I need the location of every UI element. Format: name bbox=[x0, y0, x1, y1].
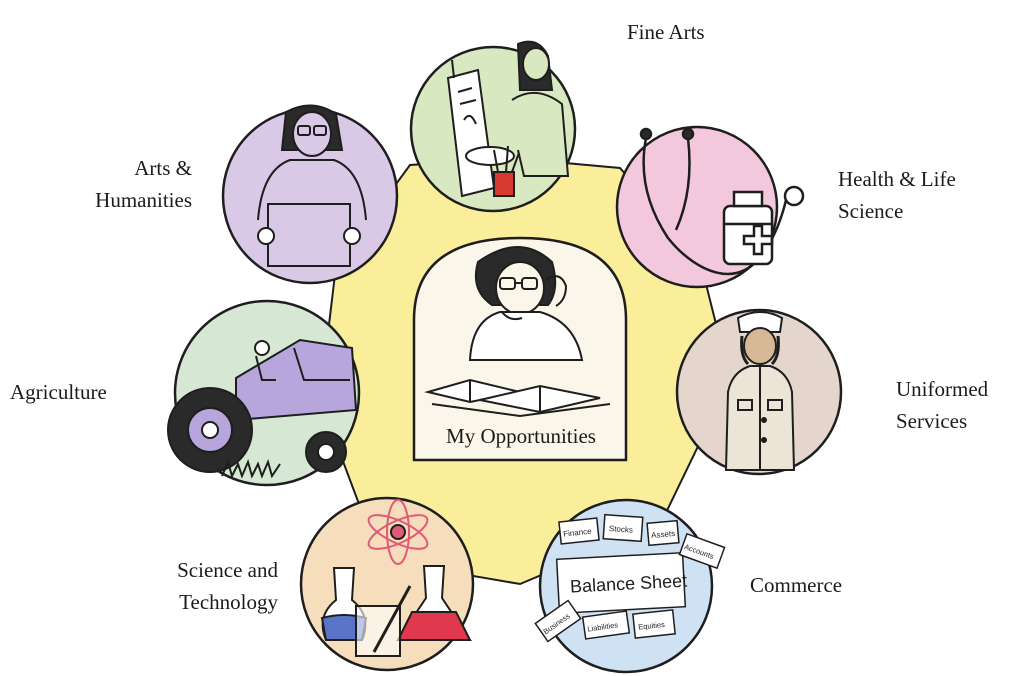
woman-holding-board-icon bbox=[257, 104, 367, 267]
arts-humanities-label-line-2: Humanities bbox=[95, 188, 192, 212]
tractor-icon bbox=[167, 338, 358, 479]
fine-arts-label-line: Fine Arts bbox=[627, 20, 705, 44]
arts-humanities-label: Arts & Humanities bbox=[82, 152, 192, 216]
fine-arts-label: Fine Arts bbox=[627, 16, 705, 48]
science-technology-label-line-2: Technology bbox=[179, 590, 278, 614]
card-finance bbox=[558, 517, 600, 545]
uniformed-services-circle bbox=[675, 308, 843, 476]
center-label: My Opportunities bbox=[446, 424, 596, 448]
uniformed-officer-icon bbox=[724, 311, 796, 471]
card-stocks-text: Stocks bbox=[609, 524, 634, 535]
center-panel bbox=[412, 236, 628, 462]
commerce-circle: Balance Sheet Finance Stocks Assets Acco… bbox=[534, 498, 726, 674]
science-technology-label-line-1: Science and bbox=[177, 558, 278, 582]
science-technology-circle bbox=[299, 496, 475, 672]
card-liabilities-text: Liabilities bbox=[587, 620, 619, 633]
uniformed-services-label-line-2: Services bbox=[896, 409, 968, 433]
commerce-label-line: Commerce bbox=[750, 573, 843, 597]
agriculture-circle bbox=[167, 299, 361, 487]
balance-sheet-cards-icon: Balance Sheet Finance Stocks Assets Acco… bbox=[534, 513, 726, 643]
card-equities-text: Equities bbox=[638, 620, 666, 632]
atom-and-flasks-icon bbox=[320, 499, 472, 657]
card-assets bbox=[646, 519, 680, 547]
card-finance-text: Finance bbox=[563, 527, 593, 539]
agriculture-label: Agriculture bbox=[10, 376, 107, 408]
fine-arts-circle bbox=[409, 40, 577, 213]
painter-at-easel-icon bbox=[446, 40, 570, 198]
health-life-science-label: Health & Life Science bbox=[838, 163, 956, 227]
card-stocks bbox=[602, 513, 644, 543]
agriculture-label-line: Agriculture bbox=[10, 380, 107, 404]
card-accounts bbox=[678, 532, 726, 570]
science-technology-label: Science and Technology bbox=[150, 554, 278, 618]
card-business bbox=[534, 599, 582, 643]
stethoscope-and-bottle-icon bbox=[639, 127, 805, 276]
student-thinking-icon bbox=[424, 246, 611, 418]
card-liabilities bbox=[581, 610, 631, 640]
arts-humanities-label-line-1: Arts & bbox=[134, 156, 192, 180]
health-life-science-label-line-1: Health & Life bbox=[838, 167, 956, 191]
card-assets-text: Assets bbox=[651, 529, 676, 540]
uniformed-services-label-line-1: Uniformed bbox=[896, 377, 989, 401]
uniformed-services-label: Uniformed Services bbox=[896, 373, 988, 437]
health-life-science-circle bbox=[615, 125, 805, 289]
card-balance-sheet bbox=[555, 551, 687, 615]
card-equities bbox=[632, 609, 676, 639]
health-life-science-label-line-2: Science bbox=[838, 199, 904, 223]
commerce-label: Commerce bbox=[750, 569, 842, 601]
arts-humanities-circle bbox=[221, 104, 399, 285]
